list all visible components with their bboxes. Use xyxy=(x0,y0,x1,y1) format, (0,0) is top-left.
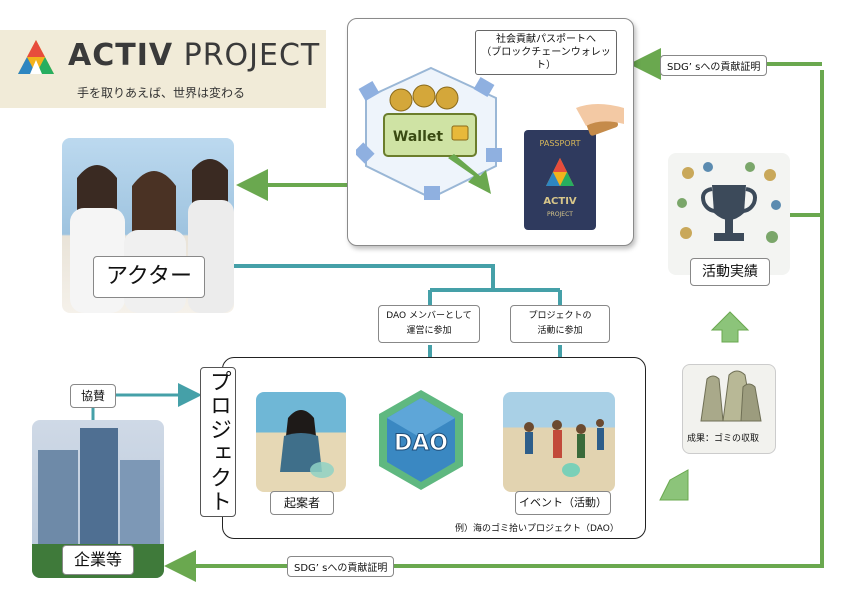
passport-brand: ACTIV xyxy=(543,196,577,207)
dao-member-label: DAO メンバーとして運営に参加 xyxy=(378,305,480,343)
result-box: 成果：ゴミの収取 xyxy=(682,364,776,454)
passport-top: PASSPORT xyxy=(540,139,581,148)
founder-photo xyxy=(256,392,346,492)
garbage-bags-icon xyxy=(700,370,762,422)
founder-person-icon xyxy=(280,410,334,478)
company-label: 企業等 xyxy=(62,545,134,575)
actor-link-line xyxy=(232,264,495,290)
brand-banner xyxy=(0,30,326,108)
trophy-icon xyxy=(677,162,781,243)
result-label: 成果：ゴミの収取 xyxy=(687,434,760,444)
sponsor-label: 協賛 xyxy=(70,384,116,408)
wallet-text: Wallet xyxy=(393,129,443,145)
dao-badge-icon: DAO xyxy=(379,390,463,490)
actor-label: アクター xyxy=(93,256,205,298)
sdg-bottom-label: SDG’ sへの貢献証明 xyxy=(287,556,395,577)
event-photo xyxy=(503,392,615,492)
brand-name: ACTIV PROJECT xyxy=(68,38,321,73)
result-up-arrow xyxy=(710,311,750,343)
event-people-icon xyxy=(524,419,604,477)
buildings-icon xyxy=(32,428,164,578)
project-activity-label: プロジェクトの活動に参加 xyxy=(510,305,610,343)
passport-illustration: PASSPORT ACTIV PROJECT xyxy=(524,104,624,230)
passport-sub: PROJECT xyxy=(547,211,573,218)
event-label: イベント（活動） xyxy=(515,491,611,515)
project-example: 例）海のゴミ拾いプロジェクト（DAO） xyxy=(455,524,619,534)
event-to-result-arrow xyxy=(659,469,689,501)
achievements-image xyxy=(668,153,790,275)
activ-logo-icon xyxy=(18,40,54,74)
project-label: プロジェクト xyxy=(200,367,236,517)
dao-text: DAO xyxy=(394,431,448,456)
sdg-top-label: SDG’ sへの貢献証明 xyxy=(660,55,768,76)
achievements-label: 活動実績 xyxy=(690,258,770,286)
wallet-label: 社会貢献パスポートへ （ブロックチェーンウォレット） xyxy=(475,30,617,75)
founder-label: 起案者 xyxy=(270,491,334,515)
wallet-illustration: Wallet xyxy=(356,66,502,200)
brand-tagline: 手を取りあえば、世界は変わる xyxy=(77,86,246,100)
